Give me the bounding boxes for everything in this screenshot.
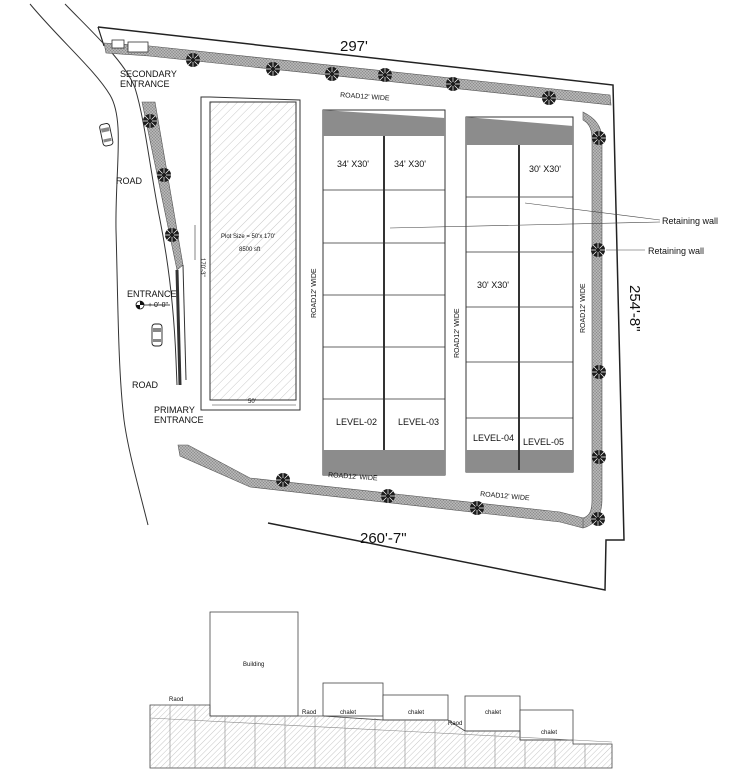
dimension-right: 254'-8" [626,285,643,332]
section-chalet-label-2: chalet [408,710,424,716]
retaining-wall-label-2: Retaining wall [648,246,704,256]
tree-icon [377,67,393,83]
dimension-top: 297' [340,38,368,55]
tree-icon [590,511,606,527]
tree-icon [591,449,607,465]
road-label-lower: ROAD [132,380,159,390]
road-top-label: ROAD12' WIDE [340,92,390,102]
plot-width-label: 50' [248,399,256,405]
section-chalet-label-1: chalet [340,710,356,716]
retaining-wall-leaders [389,202,661,251]
section-road-label-3: Raod [448,721,462,727]
block-a [322,109,446,476]
plot-size-label: Plot Size = 50'x 170' [221,234,275,240]
car-icon [99,123,114,147]
plot-area-label: 8500 sft [239,247,261,253]
section-road-label-1: Raod [169,697,183,703]
section-building-label: Building [243,662,264,668]
tree-icon [380,488,396,504]
road-left-vertical-label: ROAD12' WIDE [311,268,318,318]
level-marker-icon [135,300,170,310]
section-elevation [149,611,613,769]
road-bottom-label-2: ROAD12' WIDE [480,491,530,502]
road-mid-vertical-label: ROAD12' WIDE [454,308,461,358]
unit-size-a2: 34' X30' [394,159,426,169]
entrance-wall [175,264,187,386]
unit-size-b1: 30' X30' [529,164,561,174]
tree-icon [541,90,557,106]
section-chalet-label-4: chalet [541,730,557,736]
secondary-entrance-label-2: ENTRANCE [120,79,170,89]
unit-size-a1: 34' X30' [337,159,369,169]
tree-icon [591,130,607,146]
tree-icon [275,472,291,488]
secondary-entrance-label-1: SECONDARY [120,69,177,79]
retaining-wall-label-1: Retaining wall [662,216,718,226]
section-chalet-label-3: chalet [485,710,501,716]
tree-icon [590,242,606,258]
block-b [465,116,574,473]
unit-size-b2: 30' X30' [477,280,509,290]
secondary-gate [111,39,149,53]
plot-area [194,96,301,411]
level-03-label: LEVEL-03 [398,417,439,427]
entrance-label: ENTRANCE [127,289,177,299]
primary-entrance-label-1: PRIMARY [154,405,195,415]
tree-icon [469,500,485,516]
road-right-vertical-label: ROAD12' WIDE [580,283,587,333]
primary-entrance-label-2: ENTRANCE [154,415,204,425]
section-road-label-2: Raod [302,710,316,716]
entrance-level-label: + 0'-0" [148,302,168,309]
tree-icon [324,66,340,82]
tree-icon [164,227,180,243]
car-icon [151,323,163,347]
tree-icon [591,364,607,380]
tree-icon [156,167,172,183]
tree-icon [445,76,461,92]
tree-icon [142,113,158,129]
road-label-upper: ROAD [116,176,143,186]
level-04-label: LEVEL-04 [473,433,514,443]
tree-icon [265,61,281,77]
dimension-bottom: 260'-7" [360,530,407,547]
level-02-label: LEVEL-02 [336,417,377,427]
level-05-label: LEVEL-05 [523,437,564,447]
road-bottom-label-1: ROAD12' WIDE [328,472,378,482]
tree-icon [185,52,201,68]
plot-length-label: 170'-3" [199,258,205,277]
